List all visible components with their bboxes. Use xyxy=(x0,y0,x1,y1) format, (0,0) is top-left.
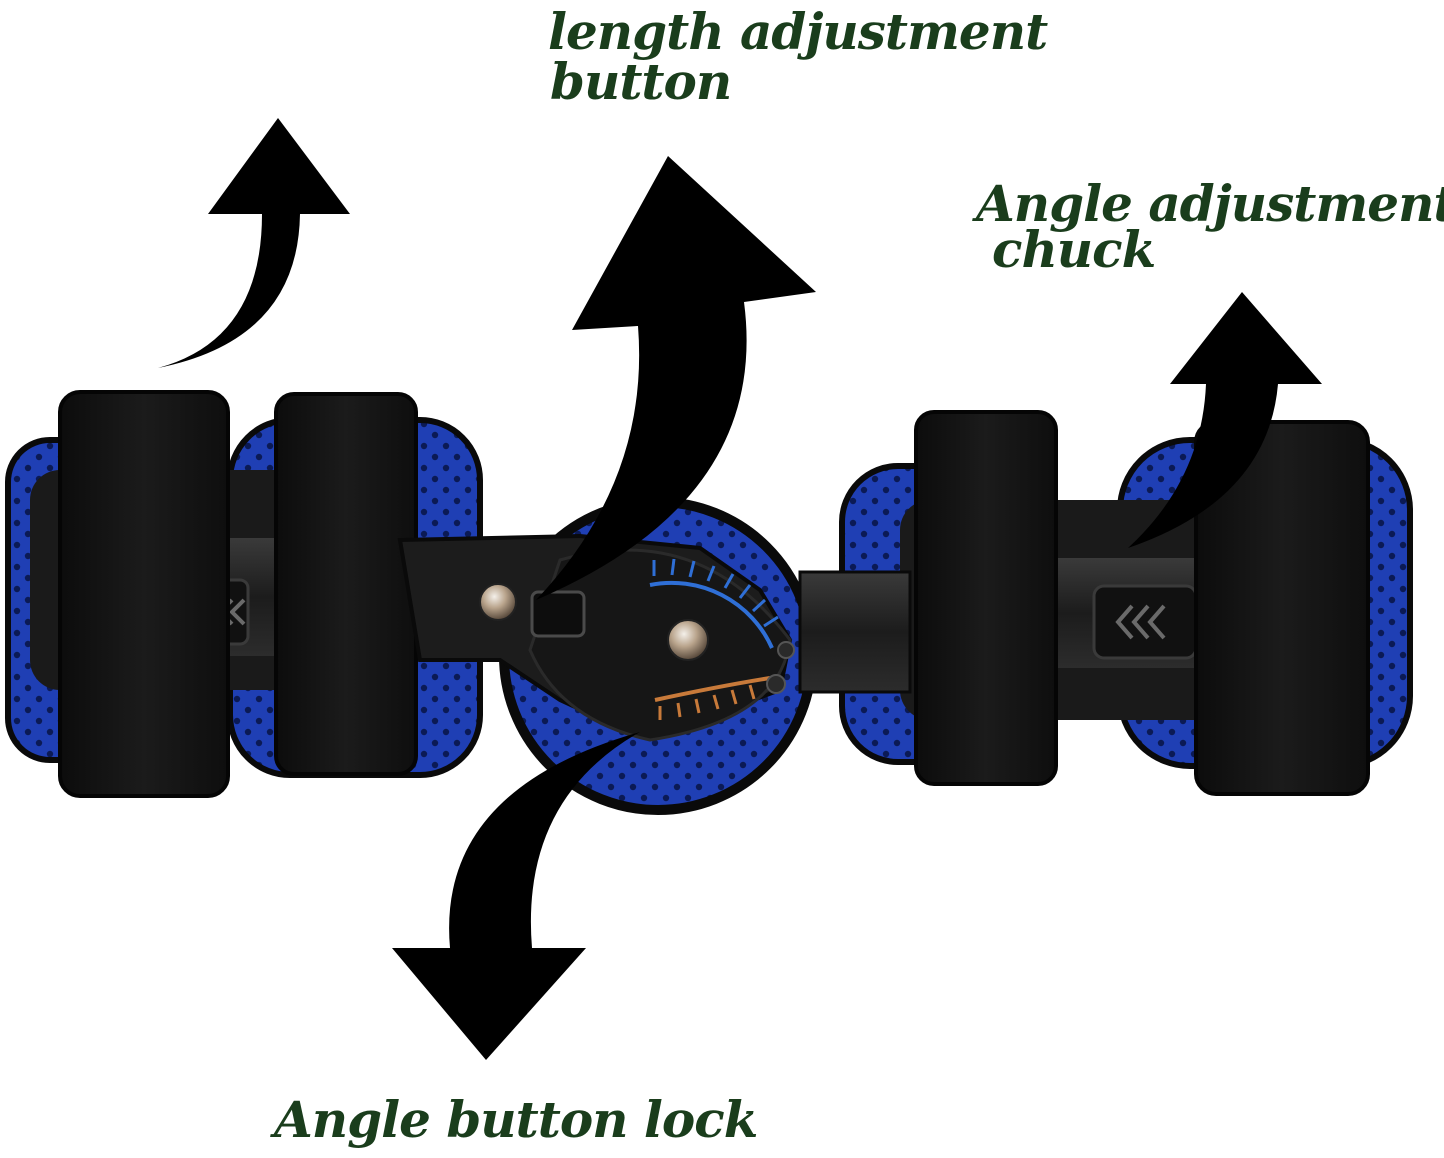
flexion-scale-ticks xyxy=(652,558,779,628)
chevron-left-icon xyxy=(1115,604,1166,640)
hinge-assembly xyxy=(397,497,912,815)
rivet-icon xyxy=(667,619,709,661)
extension-scale-arc xyxy=(654,676,771,702)
label-length-adjustment-line2: button xyxy=(550,52,732,111)
arrow-up-curved-icon xyxy=(536,156,816,600)
label-length-adjustment-line1: length adjustment xyxy=(548,2,1048,61)
left-strap-outer xyxy=(58,390,230,798)
right-strap-outer xyxy=(1194,420,1370,796)
arrow-up-curved-icon xyxy=(158,118,350,368)
left-strap-inner xyxy=(274,392,418,776)
hinge-small-screw xyxy=(777,641,795,659)
angle-lock-slider xyxy=(530,590,586,638)
label-angle-adjustment-line2: chuck xyxy=(992,220,1156,279)
arrow-down-curved-icon xyxy=(392,732,640,1060)
label-angle-button-lock: Angle button lock xyxy=(274,1090,758,1149)
arrow-up-curved-icon xyxy=(1128,292,1322,548)
right-strap-inner xyxy=(914,410,1058,786)
flexion-scale-arc xyxy=(649,580,774,649)
hinge-lower-bar xyxy=(798,570,912,694)
extension-scale-ticks xyxy=(658,684,756,720)
hinge-small-screw xyxy=(766,674,786,694)
label-angle-adjustment-line1: Angle adjustment xyxy=(976,174,1444,233)
right-length-button xyxy=(1092,584,1198,660)
rivet-icon xyxy=(479,583,517,621)
right-cuff xyxy=(839,410,1413,796)
